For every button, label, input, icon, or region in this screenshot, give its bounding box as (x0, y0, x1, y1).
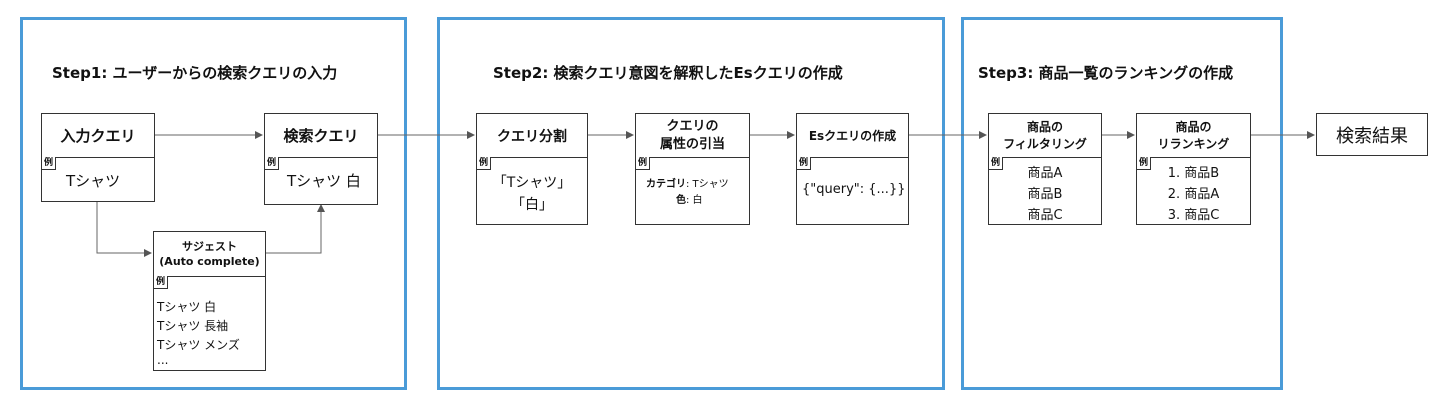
es-query-box: Esクエリの作成 例 {"query": {...}} (796, 113, 909, 225)
step3-title: Step3: 商品一覧のランキングの作成 (978, 64, 1234, 82)
attribute-lookup-header-line2: 属性の引当 (659, 136, 725, 152)
suggest-item: ... (157, 353, 169, 367)
attribute-lookup-header-line1: クエリの (666, 118, 719, 134)
example-tag: 例 (636, 157, 651, 170)
arrow-suggest-to-search (266, 204, 325, 254)
example-tag: 例 (1137, 157, 1152, 170)
input-query-header: 入力クエリ (42, 114, 154, 158)
attribute-key: カテゴリ (646, 179, 686, 190)
search-result-box: 検索結果 (1316, 113, 1428, 156)
reranking-header-line1: 商品の (1175, 119, 1212, 134)
suggest-box: サジェスト (Auto complete) 例 Tシャツ 白 Tシャツ 長袖 T… (153, 231, 266, 371)
suggest-item: Tシャツ メンズ (157, 338, 240, 352)
step2-title: Step2: 検索クエリ意図を解釈したEsクエリの作成 (493, 64, 843, 82)
example-tag: 例 (154, 276, 169, 289)
filtering-header-line1: 商品の (1026, 119, 1063, 134)
reranking-item: 3. 商品C (1167, 208, 1220, 223)
filtering-header-line2: フィルタリング (1003, 136, 1087, 151)
attribute-row: 色: 白 (676, 191, 703, 206)
reranking-item: 2. 商品A (1167, 187, 1220, 202)
search-query-header: 検索クエリ (265, 114, 377, 158)
es-query-example: {"query": {...}} (802, 182, 906, 197)
suggest-header: サジェスト (Auto complete) (154, 232, 265, 277)
example-tag: 例 (477, 157, 492, 170)
query-split-item: 「Tシャツ」 (492, 175, 572, 191)
filtering-box: 商品の フィルタリング 例 商品A 商品B 商品C (988, 113, 1102, 225)
attribute-lookup-header: クエリの 属性の引当 (636, 114, 749, 158)
query-split-box: クエリ分割 例 「Tシャツ」 「白」 (476, 113, 588, 225)
arrow-input-to-suggest (96, 202, 152, 257)
attribute-row: カテゴリ: Tシャツ (646, 175, 729, 190)
filtering-header: 商品の フィルタリング (989, 114, 1101, 158)
step1-title: Step1: ユーザーからの検索クエリの入力 (52, 64, 338, 82)
attribute-value: : Tシャツ (686, 179, 729, 190)
example-tag: 例 (989, 157, 1004, 170)
filtering-item: 商品C (1027, 208, 1063, 223)
search-query-example: Tシャツ 白 (287, 172, 361, 190)
attribute-value: : 白 (686, 195, 703, 206)
input-query-box: 入力クエリ 例 Tシャツ (41, 113, 155, 202)
reranking-header: 商品の リランキング (1137, 114, 1250, 158)
suggest-item: Tシャツ 長袖 (157, 319, 229, 333)
filtering-item: 商品B (1027, 187, 1063, 202)
suggest-header-line2: (Auto complete) (159, 255, 260, 268)
input-query-example: Tシャツ (66, 172, 121, 190)
search-query-box: 検索クエリ 例 Tシャツ 白 (264, 113, 378, 205)
query-split-header: クエリ分割 (477, 114, 587, 158)
reranking-box: 商品の リランキング 例 1. 商品B 2. 商品A 3. 商品C (1136, 113, 1251, 225)
attribute-lookup-box: クエリの 属性の引当 例 カテゴリ: Tシャツ 色: 白 (635, 113, 750, 225)
es-query-header: Esクエリの作成 (797, 114, 908, 158)
reranking-item: 1. 商品B (1167, 166, 1220, 181)
attribute-key: 色 (676, 195, 686, 206)
suggest-item: Tシャツ 白 (157, 300, 217, 314)
suggest-header-line1: サジェスト (182, 240, 237, 253)
reranking-header-line2: リランキング (1157, 136, 1230, 151)
example-tag: 例 (265, 157, 280, 170)
example-tag: 例 (797, 157, 812, 170)
filtering-item: 商品A (1027, 166, 1063, 181)
query-split-item: 「白」 (511, 197, 553, 213)
search-result-label: 検索結果 (1336, 125, 1408, 147)
example-tag: 例 (42, 157, 57, 170)
